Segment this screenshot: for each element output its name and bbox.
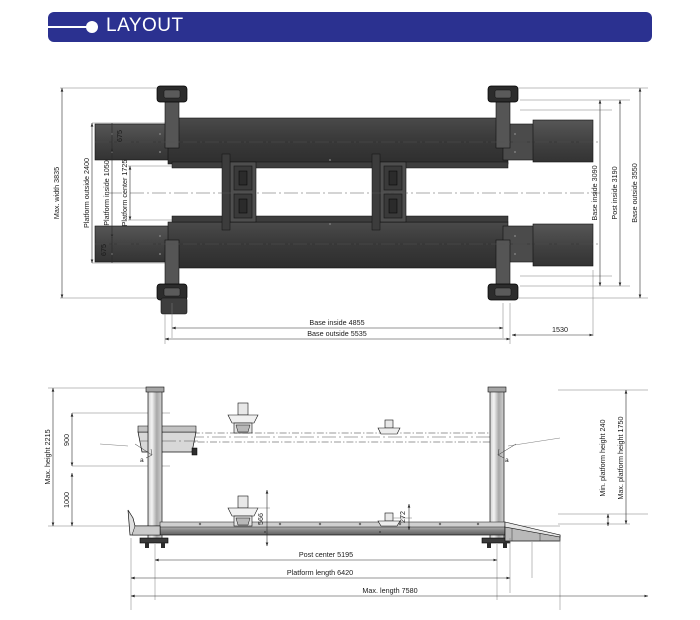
dim-min-platform-height: Min. platform height 240: [598, 419, 607, 496]
side-inner-dimension-stack: 566 272: [248, 489, 412, 547]
dim-small-stand-height: 272: [398, 511, 407, 523]
dim-max-platform-height: Max. platform height 1750: [616, 416, 625, 499]
dim-jack-stand-height: 566: [256, 513, 265, 525]
jack-stand-raised-left: [227, 402, 259, 434]
callout-right-label: a: [505, 457, 509, 464]
dim-ramp-extension: 1530: [552, 325, 568, 334]
rolling-jack-right: [379, 161, 407, 223]
lift-carriage: [137, 425, 200, 456]
post-rear-right: [487, 239, 519, 301]
jack-stand-raised-right: [377, 419, 401, 435]
side-right-dimension-stack: Min. platform height 240 Max. platform h…: [598, 389, 628, 527]
dim-platform-width-bot: 675: [99, 244, 108, 256]
side-bottom-dimension-stack: Post center 5195 Platform length 6420 Ma…: [130, 538, 649, 610]
dim-upper-clearance: 900: [62, 434, 71, 446]
jack-stand-deck-right: [377, 512, 401, 527]
rolling-jack-left: [229, 161, 257, 223]
top-right-dimension-stack: Base inside 3090 Post inside 3190 Base o…: [590, 87, 642, 299]
dim-base-outside: Base outside 3550: [630, 163, 639, 223]
callout-left-label: a: [140, 457, 144, 464]
side-view-group: a a Max. height 2215 900 1000 Min. platf…: [43, 386, 649, 610]
side-view-callouts: a a: [99, 437, 561, 464]
lowered-deck: [159, 521, 506, 536]
dim-post-center: Post center 5195: [299, 550, 353, 559]
page-title: LAYOUT: [106, 15, 184, 36]
post-front-left: [156, 85, 188, 149]
dim-max-length: Max. length 7580: [362, 586, 417, 595]
jack-stand-deck-left: [227, 495, 259, 527]
technical-drawing-canvas: Max. width 3835 Platform outside 2400 Pl…: [0, 48, 700, 620]
side-post-right: [481, 386, 511, 548]
approach-ramp-left: [127, 509, 161, 536]
side-left-dimension-stack: Max. height 2215 900 1000: [43, 387, 74, 527]
approach-ramp-right: [504, 521, 561, 542]
dim-platform-width-top: 675: [115, 130, 124, 142]
post-front-right: [487, 85, 519, 149]
header-lead-line: [48, 26, 90, 28]
dim-base-outside-length: Base outside 5535: [307, 329, 367, 338]
cross-beam-connectors: [221, 153, 381, 231]
top-bottom-dimension-stack: Base inside 4855 Base outside 5535 1530: [164, 270, 594, 344]
dim-platform-length: Platform length 6420: [287, 568, 353, 577]
dim-max-width: Max. width 3835: [52, 167, 61, 219]
bullet-dot-icon: [86, 21, 98, 33]
side-post-left: [139, 386, 169, 548]
post-rear-left: [156, 239, 188, 315]
dim-post-inside: Post inside 3190: [610, 166, 619, 219]
side-view-extension-lines: [48, 387, 648, 527]
dim-base-inside: Base inside 3090: [590, 165, 599, 220]
lower-platform: [94, 221, 594, 269]
dim-platform-center: Platform center 1725: [120, 160, 129, 227]
dim-base-inside-length: Base inside 4855: [309, 318, 364, 327]
dim-platform-outside: Platform outside 2400: [82, 158, 91, 228]
cross-rails: [171, 161, 509, 223]
raised-platform-phantom: [167, 432, 499, 443]
dim-platform-inside: Platform inside 1050: [102, 160, 111, 226]
dim-max-height: Max. height 2215: [43, 429, 52, 484]
layout-header-bar: LAYOUT: [48, 12, 652, 42]
dim-lower-clearance: 1000: [62, 492, 71, 508]
top-left-dimension-stack: Max. width 3835 Platform outside 2400 Pl…: [52, 87, 132, 299]
top-view-group: Max. width 3835 Platform outside 2400 Pl…: [52, 85, 648, 344]
